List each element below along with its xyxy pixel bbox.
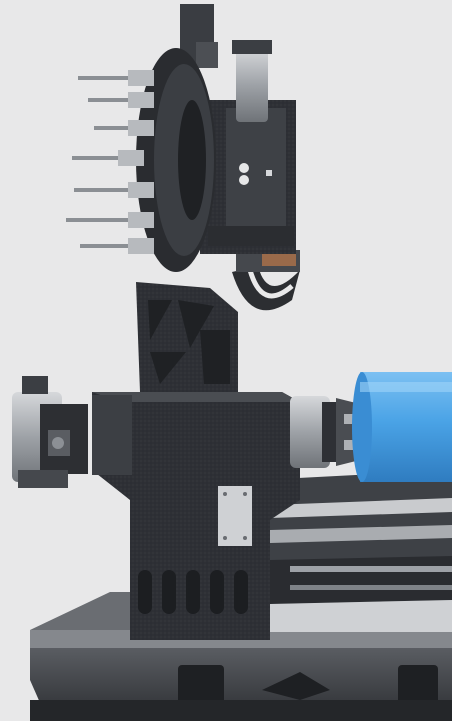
turret-housing xyxy=(180,4,296,254)
base-cutout xyxy=(178,665,438,705)
cutting-tool xyxy=(88,98,128,102)
cutting-tool xyxy=(66,218,128,222)
tool-holder xyxy=(128,92,154,108)
slant-column xyxy=(136,282,238,392)
chuck xyxy=(290,396,360,468)
cutting-tool xyxy=(94,126,128,130)
tool-holder xyxy=(128,120,154,136)
tool-holder xyxy=(118,150,144,166)
spindle-motor xyxy=(12,376,88,488)
tool-holder xyxy=(128,182,154,198)
cable-carrier xyxy=(232,250,300,311)
base-ribs xyxy=(138,570,248,614)
label-plate xyxy=(218,486,252,546)
tool-turret xyxy=(66,48,216,272)
turret-tool-holders xyxy=(66,70,154,254)
tool-holder xyxy=(128,238,154,254)
cutting-tool xyxy=(74,188,128,192)
machine-bed xyxy=(260,470,452,632)
tool-holder xyxy=(128,212,154,228)
workpiece xyxy=(352,372,452,482)
tool-holder xyxy=(128,70,154,86)
cutting-tool xyxy=(72,156,118,160)
cutting-tool xyxy=(78,76,128,80)
cutting-tool xyxy=(80,244,128,248)
headstock xyxy=(92,392,300,640)
